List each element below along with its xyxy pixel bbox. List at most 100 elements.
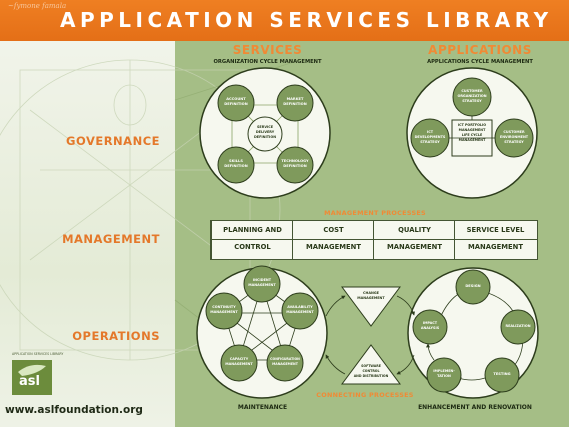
cost-line-1: COST <box>323 226 344 234</box>
market-definition-circle <box>276 84 314 122</box>
services-title: SERVICES <box>232 43 303 57</box>
service-level-line-2: MANAGEMENT <box>468 243 523 251</box>
technology-line-2: DEFINITION <box>283 164 307 168</box>
footer-url[interactable]: www.aslfoundation.org <box>5 404 143 416</box>
market-line-2: DEFINITION <box>283 102 307 106</box>
cost-line-2: MANAGEMENT <box>306 243 361 251</box>
connecting-processes <box>325 286 415 385</box>
continuity-line-1: CONTINUITY <box>212 305 236 309</box>
account-line-1: ACCOUNT <box>226 97 246 101</box>
row-label-management: MANAGEMENT <box>62 232 160 246</box>
configuration-management-circle <box>266 344 304 382</box>
availability-management-circle <box>281 292 319 330</box>
account-line-2: DEFINITION <box>224 102 248 106</box>
software-line-3: AND DISTRIBUTION <box>353 374 389 378</box>
software-control-triangle <box>341 344 401 385</box>
skills-line-2: DEFINITION <box>224 164 248 168</box>
maintenance-cycle <box>196 265 328 399</box>
impact-line-1: IMPACT <box>422 321 438 325</box>
testing-circle <box>484 357 520 393</box>
capacity-line-1: CAPACITY <box>229 357 249 361</box>
impact-analysis-label: IMPACT ANALYSIS <box>413 321 447 331</box>
capacity-management-circle <box>220 344 258 382</box>
skills-definition-label: SKILLS DEFINITION <box>219 159 253 169</box>
logo-caption: APPLICATION SERVICES LIBRARY <box>12 352 64 356</box>
change-line-2: MANAGEMENT <box>357 296 385 300</box>
cust-org-line-1: CUSTOMER <box>461 89 483 93</box>
technology-definition-label: TECHNOLOGY DEFINITION <box>278 159 312 169</box>
incident-management-circle <box>243 265 281 303</box>
incident-line-2: MANAGEMENT <box>248 283 276 287</box>
configuration-line-1: CONFIGURATION <box>270 357 300 361</box>
ict-developments-label: ICT DEVELOPMENTS STRATEGY <box>411 130 449 145</box>
change-line-1: CHANGE <box>363 291 379 295</box>
account-definition-label: ACCOUNT DEFINITION <box>219 97 253 107</box>
technology-line-1: TECHNOLOGY <box>281 159 309 163</box>
configuration-line-2: MANAGEMENT <box>272 362 298 366</box>
impact-line-2: ANALYSIS <box>420 326 440 330</box>
services-subtitle: ORGANIZATION CYCLE MANAGEMENT <box>213 59 322 65</box>
box-line-1: ICT PORTFOLIO <box>457 123 487 127</box>
cust-org-line-3: STRATEGY <box>462 99 482 103</box>
leaf-icon <box>18 364 46 376</box>
change-management-label: CHANGE MANAGEMENT <box>346 291 396 301</box>
design-circle <box>455 269 491 305</box>
service-delivery-circle <box>247 116 283 152</box>
cust-org-line-2: ORGANIZATION <box>457 94 487 98</box>
customer-environment-label: CUSTOMER ENVIRONMENT STRATEGY <box>495 130 533 145</box>
capacity-line-2: MANAGEMENT <box>225 362 253 366</box>
market-definition-label: MARKET DEFINITION <box>278 97 312 107</box>
configuration-management-label: CONFIGURATION MANAGEMENT <box>266 357 304 367</box>
continuity-management-label: CONTINUITY MANAGEMENT <box>206 305 242 315</box>
skills-definition-circle <box>217 146 255 184</box>
cust-env-line-1: CUSTOMER <box>503 130 525 134</box>
cust-env-line-2: ENVIRONMENT <box>499 135 529 139</box>
box-line-3: LIFE CYCLE <box>461 133 483 137</box>
connecting-processes-label: CONNECTING PROCESSES <box>316 391 414 399</box>
ict-line-3: STRATEGY <box>420 140 440 144</box>
table-divider <box>211 239 537 240</box>
center-line-3: DEFINITION <box>253 135 277 139</box>
implementation-label: IMPLEMEN- TATION <box>427 369 461 379</box>
row-label-operations: OPERATIONS <box>72 329 160 343</box>
services-cycle <box>199 67 331 199</box>
ict-line-2: DEVELOPMENTS <box>414 135 446 139</box>
enhancement-label: ENHANCEMENT AND RENOVATION <box>418 404 532 411</box>
incident-management-label: INCIDENT MANAGEMENT <box>245 278 279 288</box>
maintenance-label: MAINTENANCE <box>237 404 288 411</box>
box-line-4: MANAGEMENT <box>458 137 486 142</box>
applications-title: APPLICATIONS <box>428 43 532 57</box>
planning-control-cell: PLANNING AND CONTROL <box>211 221 293 259</box>
software-line-1: SOFTWARE <box>361 364 381 368</box>
impact-analysis-circle <box>412 309 448 345</box>
planning-line-2: CONTROL <box>234 243 271 251</box>
quality-line-2: MANAGEMENT <box>387 243 442 251</box>
technology-definition-circle <box>276 146 314 184</box>
management-processes-label: MANAGEMENT PROCESSES <box>324 209 426 217</box>
change-management-triangle <box>341 286 401 327</box>
logo-text: asl <box>19 374 40 389</box>
customer-organization-label: CUSTOMER ORGANIZATION STRATEGY <box>453 89 491 104</box>
applications-subtitle: APPLICATIONS CYCLE MANAGEMENT <box>427 59 533 65</box>
center-line-2: DELIVERY <box>255 130 275 134</box>
capacity-management-label: CAPACITY MANAGEMENT <box>221 357 257 367</box>
continuity-line-2: MANAGEMENT <box>210 310 238 314</box>
realization-label: REALIZATION <box>505 324 531 328</box>
software-control-label: SOFTWARE CONTROL AND DISTRIBUTION <box>346 364 396 379</box>
center-line-1: SERVICE <box>256 125 274 129</box>
realization-circle <box>500 309 536 345</box>
availability-line-2: MANAGEMENT <box>286 310 314 314</box>
availability-management-label: AVAILABILITY MANAGEMENT <box>282 305 318 315</box>
software-line-2: CONTROL <box>362 369 380 373</box>
implementation-line-1: IMPLEMEN- <box>433 369 455 373</box>
market-line-1: MARKET <box>286 97 304 101</box>
ict-line-1: ICT <box>426 130 434 134</box>
portfolio-box-label: ICT PORTFOLIO MANAGEMENT LIFE CYCLE MANA… <box>452 123 492 142</box>
service-delivery-label: SERVICE DELIVERY DEFINITION <box>249 125 281 140</box>
service-level-management-cell: SERVICE LEVEL MANAGEMENT <box>454 221 536 259</box>
applications-cycle <box>406 67 538 199</box>
cost-management-cell: COST MANAGEMENT <box>292 221 374 259</box>
title-banner: ~ſymone famala APPLICATION SERVICES LIBR… <box>0 0 569 41</box>
implementation-circle <box>426 357 462 393</box>
quality-management-cell: QUALITY MANAGEMENT <box>373 221 455 259</box>
